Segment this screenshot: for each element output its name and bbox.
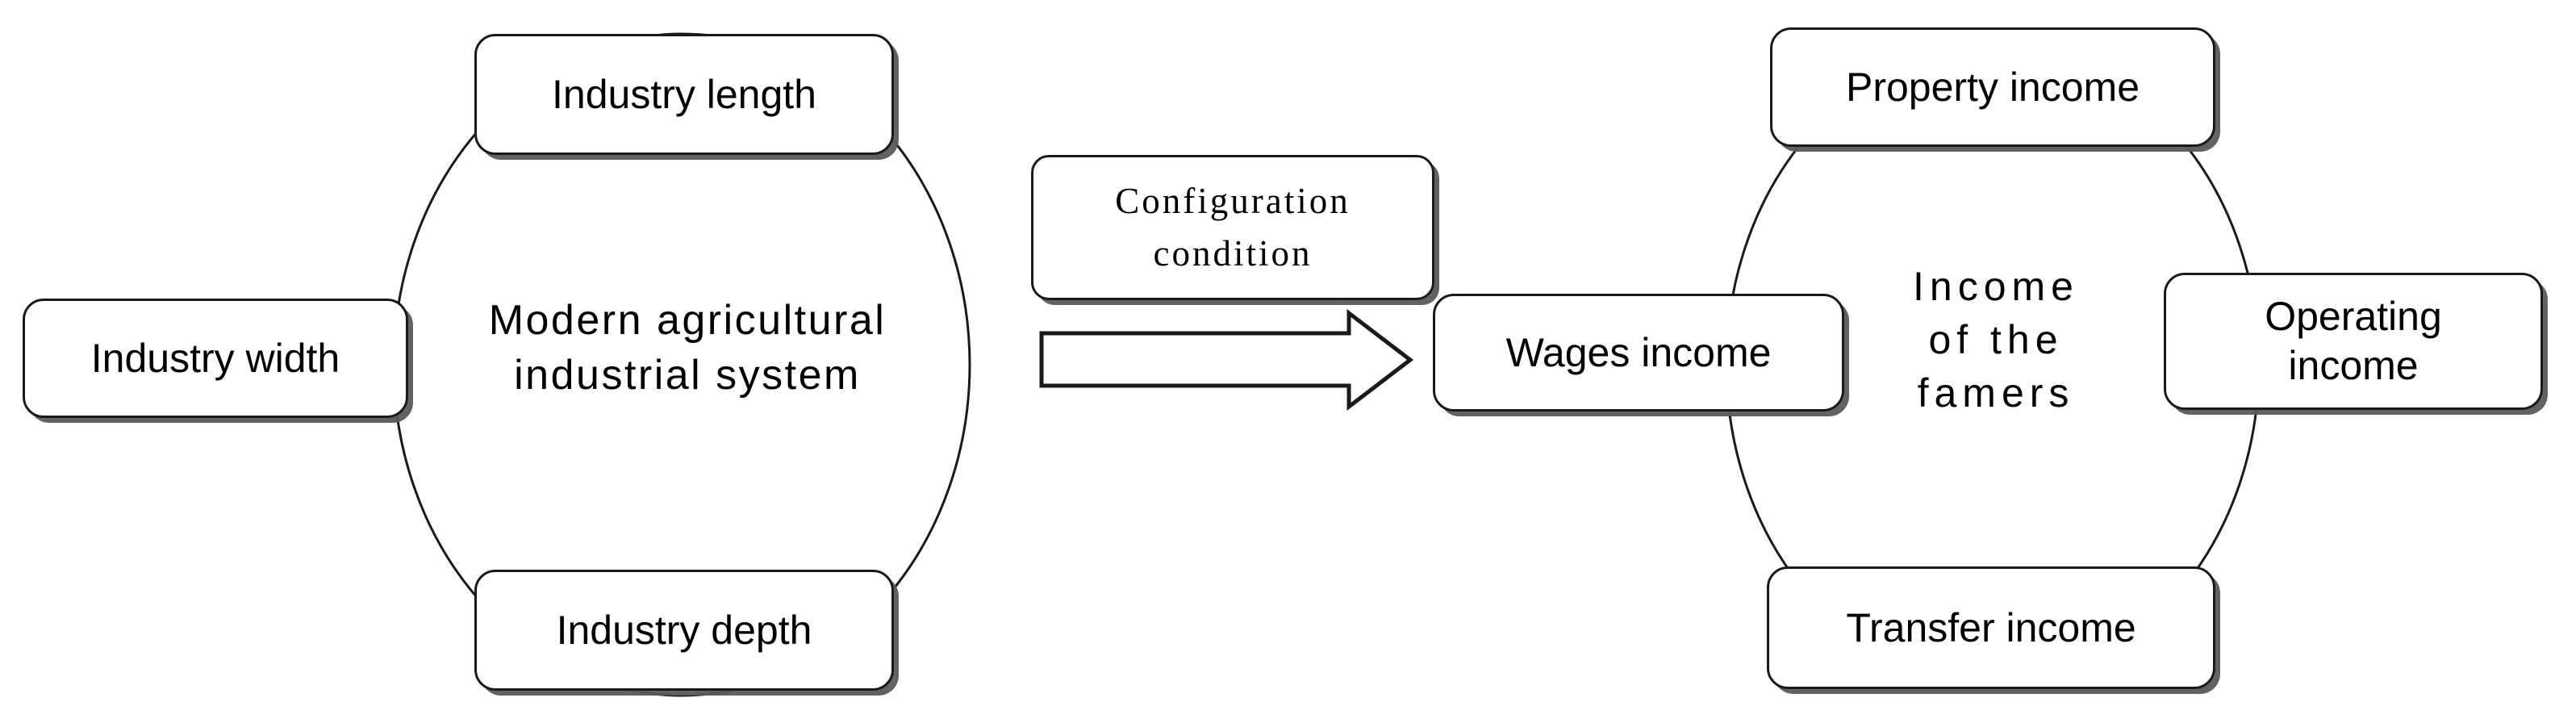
- node-industry-width-label: Industry width: [90, 335, 340, 381]
- node-transfer-income[interactable]: Transfer income: [1767, 566, 2215, 689]
- node-industry-length-label: Industry length: [552, 71, 816, 117]
- node-configuration-condition-label: Configuration condition: [1115, 180, 1351, 274]
- node-property-income-label: Property income: [1845, 64, 2140, 110]
- node-industry-depth-label: Industry depth: [556, 607, 812, 653]
- node-wages-income[interactable]: Wages income: [1433, 294, 1844, 412]
- node-industry-length[interactable]: Industry length: [474, 34, 894, 155]
- configuration-arrow: [1039, 308, 1414, 412]
- node-property-income[interactable]: Property income: [1770, 27, 2215, 147]
- node-industry-depth[interactable]: Industry depth: [474, 570, 894, 691]
- node-configuration-condition[interactable]: Configuration condition: [1031, 155, 1434, 300]
- node-wages-income-label: Wages income: [1505, 329, 1772, 375]
- left-ellipse-center-label: Modern agricultural industrial system: [488, 297, 887, 399]
- node-industry-width[interactable]: Industry width: [23, 299, 408, 418]
- node-transfer-income-label: Transfer income: [1846, 604, 2136, 650]
- node-operating-income-label: Operating income: [2265, 294, 2442, 388]
- right-ellipse-center-label: Income of the famers: [1913, 264, 2079, 416]
- node-operating-income[interactable]: Operating income: [2164, 273, 2543, 410]
